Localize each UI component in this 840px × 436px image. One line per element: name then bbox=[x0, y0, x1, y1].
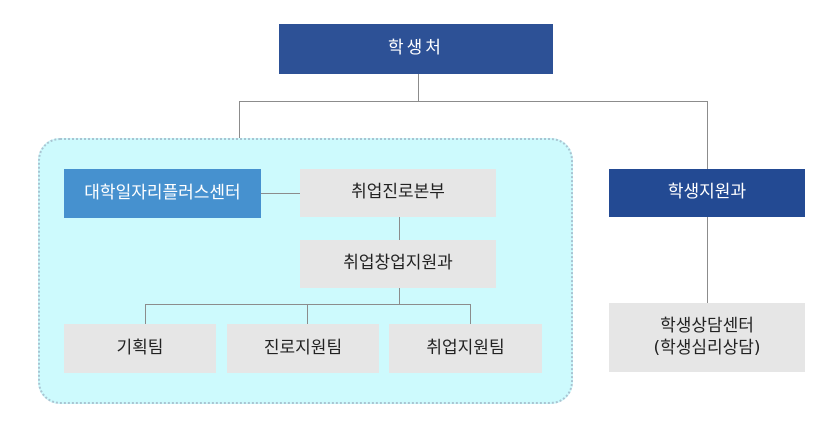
connector bbox=[399, 288, 400, 305]
student-counseling-center-box: 학생상담센터 (학생심리상담) bbox=[609, 303, 805, 372]
employment-support-team-box: 취업지원팀 bbox=[389, 324, 542, 373]
student-support-dept-box: 학생지원과 bbox=[609, 169, 805, 217]
connector bbox=[239, 101, 708, 102]
connector bbox=[239, 101, 240, 138]
connector bbox=[707, 101, 708, 169]
connector bbox=[399, 216, 400, 240]
connector bbox=[707, 217, 708, 303]
connector bbox=[145, 304, 471, 305]
connector bbox=[307, 304, 308, 324]
connector bbox=[470, 304, 471, 324]
counseling-center-label: 학생상담센터 bbox=[660, 316, 754, 337]
career-employment-hq-box: 취업진로본부 bbox=[300, 169, 496, 217]
university-job-plus-center-box: 대학일자리플러스센터 bbox=[64, 169, 261, 218]
student-affairs-office-box: 학생처 bbox=[279, 24, 553, 74]
career-support-team-box: 진로지원팀 bbox=[227, 324, 379, 373]
planning-team-box: 기획팀 bbox=[64, 324, 216, 373]
counseling-center-sublabel: (학생심리상담) bbox=[653, 337, 761, 358]
connector bbox=[418, 74, 419, 102]
employment-startup-dept-box: 취업창업지원과 bbox=[300, 240, 496, 288]
connector bbox=[261, 193, 301, 194]
connector bbox=[145, 304, 146, 324]
